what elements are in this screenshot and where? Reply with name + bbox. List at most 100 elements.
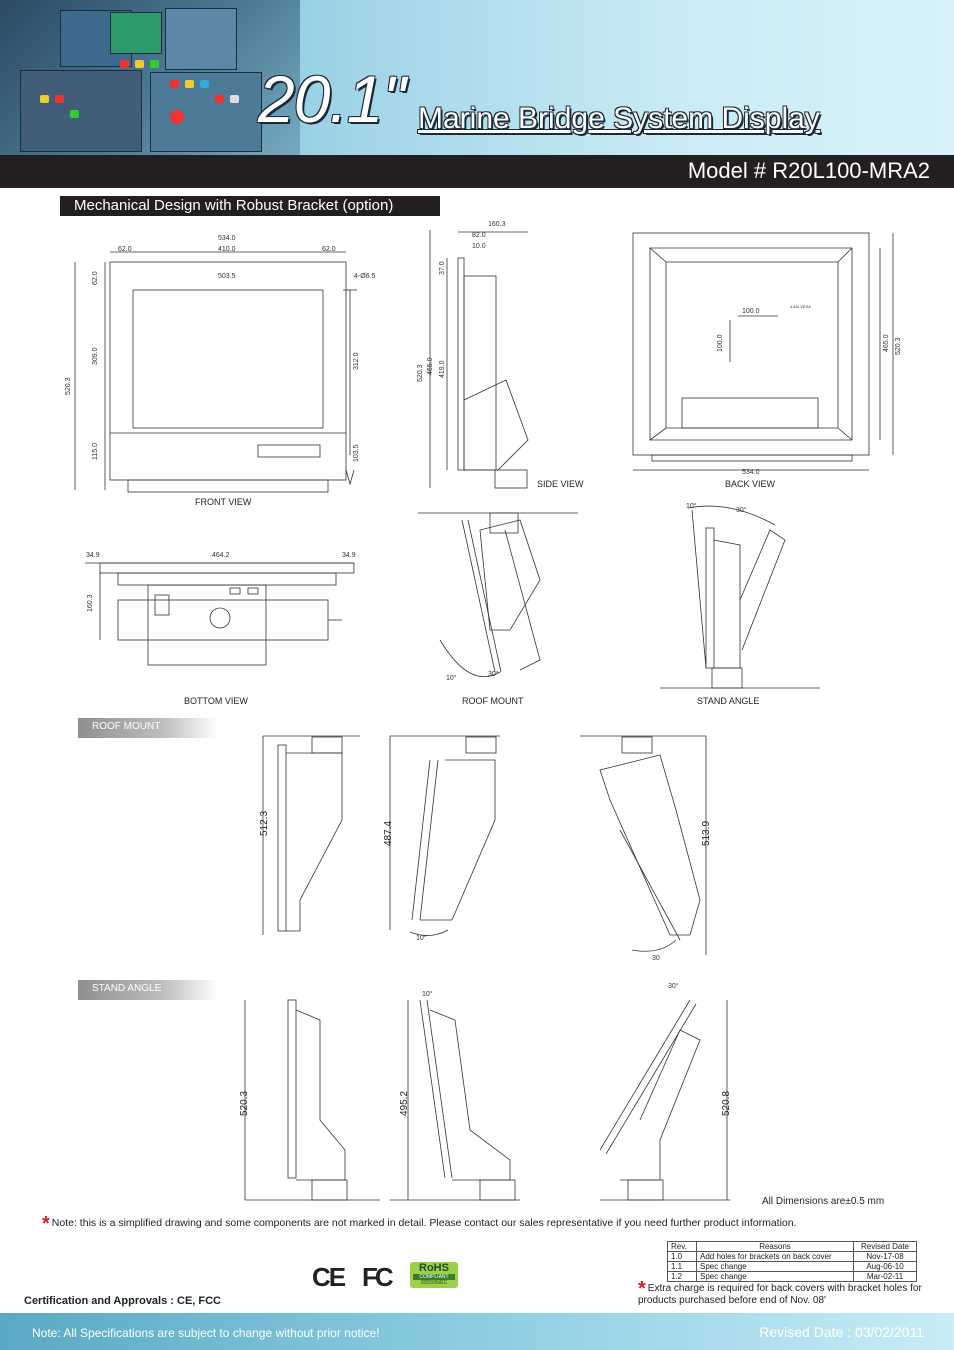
front-right-dim: 312.0 xyxy=(353,352,360,370)
table-header-cell: Revised Date xyxy=(853,1241,917,1252)
roof-dim-3: 513.9 xyxy=(701,820,713,847)
mechanical-section-title: Mechanical Design with Robust Bracket (o… xyxy=(74,197,394,214)
mechanical-section-bar: Mechanical Design with Robust Bracket (o… xyxy=(60,196,440,216)
disclaimer-text: Note: this is a simplified drawing and s… xyxy=(51,1217,797,1229)
front-bottom-dim: 115.0 xyxy=(92,443,99,460)
stand-angle-section-bar: STAND ANGLE xyxy=(78,980,218,1000)
model-bar xyxy=(0,155,954,188)
front-view-drawing xyxy=(74,251,357,493)
bottom-right-dim: 34.9 xyxy=(342,552,356,559)
side-a-dim: 82.0 xyxy=(472,232,486,239)
bottom-view-drawing xyxy=(85,562,355,666)
table-cell: Add holes for brackets on back cover xyxy=(696,1251,854,1262)
table-cell: Nov-17-08 xyxy=(853,1251,917,1262)
table-cell: Spec change xyxy=(696,1261,854,1272)
side-h3-dim: 419.0 xyxy=(439,360,446,378)
rohs-logo: RoHS COMPLIANT 2002/95/EC xyxy=(410,1262,458,1288)
table-row: 1.0 Add holes for brackets on back cover… xyxy=(667,1251,917,1262)
footer-bar xyxy=(0,1313,954,1350)
rohs-code: 2002/95/EC xyxy=(420,1280,448,1286)
asterisk-icon: * xyxy=(42,1213,50,1235)
side-b-dim: 10.0 xyxy=(472,243,486,250)
disclaimer-note: *Note: this is a simplified drawing and … xyxy=(42,1213,797,1236)
stand-angle-row xyxy=(244,999,730,1201)
table-cell: Mar-02-11 xyxy=(853,1271,917,1282)
table-header-row: Rev. Reasons Revised Date xyxy=(667,1241,917,1252)
stand-dim-1: 520.3 xyxy=(239,1090,251,1117)
stand-row-angle-30: 30° xyxy=(668,982,679,990)
roof-dim-1: 512.3 xyxy=(259,810,271,837)
back-h2-dim: 520.3 xyxy=(895,337,902,355)
roof-dim-2: 487.4 xyxy=(383,820,395,847)
revised-date: Revised Date : 03/02/2011 xyxy=(759,1324,924,1340)
front-right-bottom-dim: 103.5 xyxy=(353,444,360,462)
bottom-view-label: BOTTOM VIEW xyxy=(184,696,248,706)
back-view-drawing xyxy=(632,232,894,471)
roof-mount-label: ROOF MOUNT xyxy=(462,696,524,706)
front-hole-dim: 4-Ø6.5 xyxy=(354,273,376,280)
roof-row-angle-30: 30 xyxy=(652,955,660,962)
front-view-label: FRONT VIEW xyxy=(195,497,252,507)
bottom-depth-dim: 160.3 xyxy=(87,594,94,612)
back-vesa-dim: 100.0 xyxy=(742,308,760,315)
header-banner: 20.1" Marine Bridge System Display xyxy=(0,0,954,155)
roof-mount-drawing xyxy=(418,512,578,678)
front-top-dim: 62.0 xyxy=(92,271,99,285)
stand-angle-30: 30° xyxy=(736,506,747,514)
technical-drawings: 534.0 62.0 410.0 62.0 503.5 4-Ø6.5 520.3… xyxy=(65,221,902,1201)
rohs-text: RoHS xyxy=(419,1262,449,1274)
back-vesa-note: 4-M4 VESA xyxy=(790,304,811,309)
table-row: 1.2 Spec change Mar-02-11 xyxy=(667,1271,917,1282)
back-vesa-v-dim: 100.0 xyxy=(717,334,724,352)
front-inner-dim: 503.5 xyxy=(218,273,236,280)
roof-mount-section-title: ROOF MOUNT xyxy=(92,721,161,732)
extra-charge-text: Extra charge is required for back covers… xyxy=(638,1283,922,1306)
front-width-dim: 534.0 xyxy=(218,235,236,242)
roof-angle-10: 10° xyxy=(446,674,457,682)
stand-row-angle-10: 10° xyxy=(422,990,433,998)
table-header-cell: Rev. xyxy=(667,1241,697,1252)
model-number: Model # R20L100-MRA2 xyxy=(687,158,930,183)
side-view-label: SIDE VIEW xyxy=(537,479,584,489)
roof-row-angle-10: 10° xyxy=(416,934,427,942)
stand-angle-section-title: STAND ANGLE xyxy=(92,983,162,994)
fcc-logo: FC xyxy=(362,1262,394,1292)
back-h1-dim: 465.0 xyxy=(883,334,890,352)
table-cell: Spec change xyxy=(696,1271,854,1282)
stand-dim-3: 520.8 xyxy=(721,1090,733,1117)
screen-size: 20.1" xyxy=(258,62,406,136)
stand-dim-2: 495.2 xyxy=(399,1090,411,1117)
table-header-cell: Reasons xyxy=(696,1241,854,1252)
front-height-dim: 520.3 xyxy=(65,377,72,395)
certification-text: Certification and Approvals : CE, FCC xyxy=(24,1295,222,1307)
roof-mount-section-bar: ROOF MOUNT xyxy=(78,718,218,738)
front-side-dim-right: 62.0 xyxy=(322,246,336,253)
front-center-dim: 410.0 xyxy=(218,246,236,253)
stand-angle-drawing xyxy=(660,505,820,689)
bridge-console-photo xyxy=(0,0,300,155)
side-h2-dim: 465.0 xyxy=(427,357,434,375)
table-row: 1.1 Spec change Aug-06-10 xyxy=(667,1261,917,1272)
roof-angle-30: 30° xyxy=(488,670,499,678)
side-view-drawing xyxy=(429,230,529,489)
table-cell: Aug-06-10 xyxy=(853,1261,917,1272)
side-c-dim: 37.0 xyxy=(439,261,446,275)
extra-charge-note: *Extra charge is required for back cover… xyxy=(638,1279,948,1307)
asterisk-icon: * xyxy=(638,1278,646,1300)
side-total-dim: 160.3 xyxy=(488,221,506,228)
back-view-label: BACK VIEW xyxy=(725,479,776,489)
bottom-left-dim: 34.9 xyxy=(86,552,100,559)
stand-angle-label: STAND ANGLE xyxy=(697,696,760,706)
all-dimensions-note: All Dimensions are±0.5 mm xyxy=(762,1196,885,1207)
revision-table: Rev. Reasons Revised Date 1.0 Add holes … xyxy=(667,1241,917,1282)
page-title: Marine Bridge System Display xyxy=(418,102,820,135)
roof-mount-row xyxy=(262,735,707,955)
stand-angle-10: 10° xyxy=(686,502,697,510)
rohs-compliant: COMPLIANT xyxy=(413,1274,455,1280)
table-cell: 1.1 xyxy=(667,1261,697,1272)
front-mid-dim: 309.0 xyxy=(92,347,99,365)
table-cell: 1.2 xyxy=(667,1271,697,1282)
ce-logo: CE xyxy=(312,1262,346,1292)
side-h1-dim: 520.3 xyxy=(417,364,424,382)
front-side-dim: 62.0 xyxy=(118,246,132,253)
